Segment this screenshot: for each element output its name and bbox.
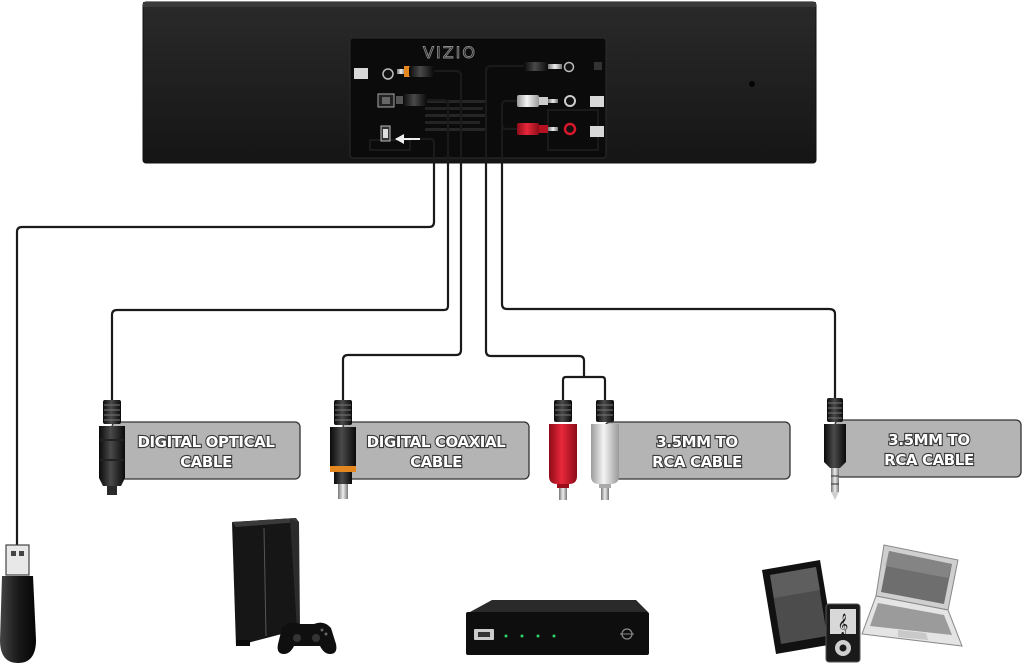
left-tab (354, 68, 368, 79)
rca-red-jack (565, 124, 575, 134)
aux-label-line2: RCA CABLE (884, 451, 974, 469)
aux-jack (565, 63, 574, 72)
coaxial-plug (330, 400, 356, 499)
game-console-icon (232, 518, 336, 654)
rca-white-plug (591, 400, 619, 500)
music-player-icon: 𝄞 (826, 604, 860, 662)
usb-cable-line (17, 139, 434, 545)
vizio-logo: VIZIO (423, 43, 477, 62)
rear-panel: VIZIO (350, 38, 606, 158)
aux-label-line1: 3.5MM TO (888, 431, 969, 449)
rca-label-line2: RCA CABLE (652, 453, 742, 471)
coaxial-label-line1: DIGITAL COAXIAL (367, 433, 507, 451)
label-box-optical: DIGITAL OPTICAL CABLE (112, 422, 300, 479)
label-box-aux: 3.5MM TO RCA CABLE (835, 420, 1021, 477)
soundbar: VIZIO (143, 2, 816, 163)
svg-text:𝄞: 𝄞 (838, 614, 849, 635)
optical-label-line1: DIGITAL OPTICAL (137, 433, 275, 451)
rca-red-plug (549, 400, 577, 500)
coaxial-jack (383, 69, 393, 79)
soundbar-sensor-dot (749, 81, 755, 87)
optical-label-line2: CABLE (180, 453, 232, 471)
label-box-coaxial: DIGITAL COAXIAL CABLE (343, 422, 529, 479)
coaxial-label-line2: CABLE (410, 453, 462, 471)
rca-white-jack (565, 96, 575, 106)
usb-drive-icon (0, 545, 36, 663)
set-top-box-icon (466, 600, 649, 655)
right-tab-2 (590, 126, 604, 137)
right-tab-1 (590, 96, 604, 107)
tablet-icon (762, 560, 834, 654)
laptop-icon (862, 545, 962, 646)
optical-plug (99, 400, 125, 495)
aux-35mm-plug (824, 398, 846, 500)
label-box-rca: 3.5MM TO RCA CABLE (605, 422, 790, 479)
rca-label-line1: 3.5MM TO (656, 433, 737, 451)
